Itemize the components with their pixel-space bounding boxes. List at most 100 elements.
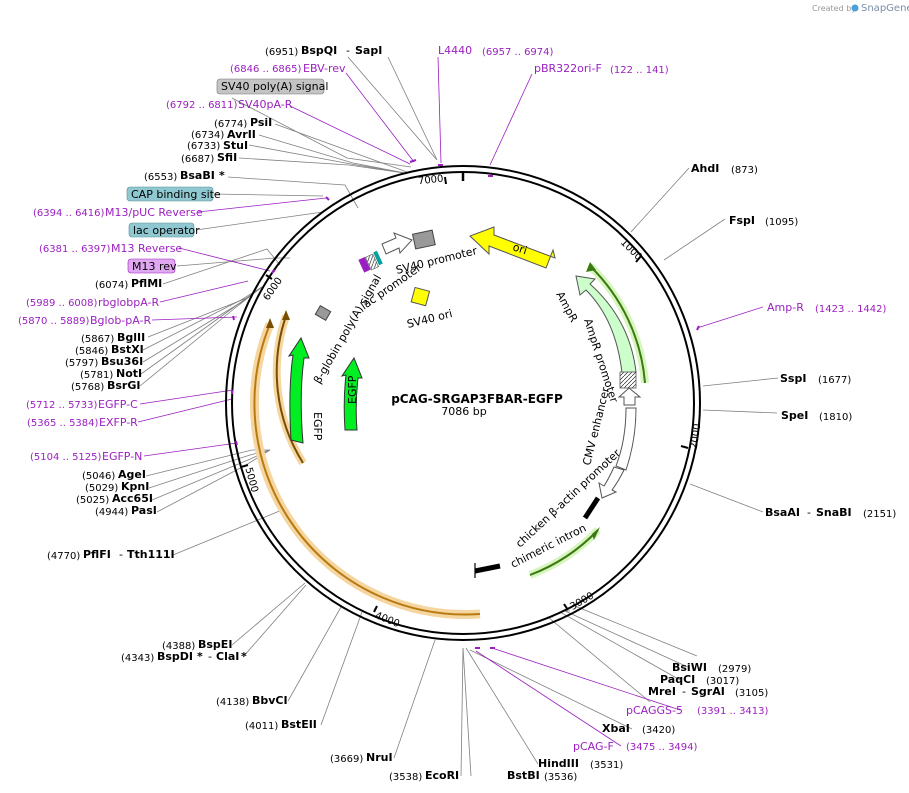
site-sfii-pos: (6687) <box>181 154 214 165</box>
site-bsrgi[interactable]: BsrGI <box>107 379 140 392</box>
site-clai-star: * <box>241 650 247 663</box>
tick-6000: 6000 <box>261 276 285 303</box>
site-kpni-pos: (5029) <box>85 483 118 494</box>
cds-track-inner <box>275 315 304 464</box>
primer-sv40pa-range: (6792 .. 6811) <box>166 100 238 111</box>
ampr-track-arrowhead <box>586 262 596 272</box>
primer-egfp-n[interactable]: EGFP-N <box>102 450 142 463</box>
primer-pcaggs-range: (3391 .. 3413) <box>697 706 769 717</box>
site-pflmi[interactable]: PflMI <box>131 277 162 290</box>
site-noti[interactable]: NotI <box>116 367 142 380</box>
feature-sv40-polya-label: SV40 poly(A) signal <box>221 80 328 93</box>
primer-pcaggs-5[interactable]: pCAGGS-5 <box>626 704 683 717</box>
site-sspi[interactable]: SspI <box>780 372 806 385</box>
primer-amp-r[interactable]: Amp-R <box>767 301 804 314</box>
site-sgrai[interactable]: SgrAI <box>691 685 725 698</box>
intron-track-arrowhead <box>592 527 600 540</box>
svg-text:-: - <box>119 548 123 561</box>
site-pasi[interactable]: PasI <box>131 504 157 517</box>
feature-egfp-1[interactable] <box>287 336 310 444</box>
site-sfii[interactable]: SfiI <box>217 151 237 164</box>
site-bbvci[interactable]: BbvCI <box>252 694 288 707</box>
feature-beta-globin-polya[interactable] <box>314 304 332 322</box>
primer-exfp-r[interactable]: EXFP-R <box>99 416 138 429</box>
feature-chicken-actin-promoter[interactable] <box>598 466 625 499</box>
site-bsabi[interactable]: BsaBI <box>180 169 215 182</box>
feature-chimeric-intron-b[interactable] <box>474 563 501 574</box>
site-stui[interactable]: StuI <box>223 139 248 152</box>
primer-ebv-rev[interactable]: EBV-rev <box>303 62 346 75</box>
primer-pcag-f[interactable]: pCAG-F <box>573 740 614 753</box>
cds-inner-arrowhead <box>282 310 290 320</box>
feature-ori[interactable] <box>469 226 556 269</box>
feature-egfp-2[interactable] <box>340 356 363 431</box>
site-mrei[interactable]: MreI <box>648 685 676 698</box>
feature-sv40-ori[interactable] <box>410 286 431 307</box>
site-bstxi-pos: (5846) <box>75 346 108 357</box>
site-fspi[interactable]: FspI <box>729 214 755 227</box>
site-bsteii-pos: (4011) <box>245 721 278 732</box>
primer-m13-reverse[interactable]: M13 Reverse <box>111 242 182 255</box>
site-agei[interactable]: AgeI <box>118 468 146 481</box>
primer-egfp-c[interactable]: EGFP-C <box>98 398 138 411</box>
site-ecori[interactable]: EcoRI <box>425 769 459 782</box>
site-agei-pos: (5046) <box>82 471 115 482</box>
site-bsaai[interactable]: BsaAI <box>765 506 800 519</box>
feature-chimeric-intron-a[interactable] <box>582 496 601 520</box>
site-bstxi[interactable]: BstXI <box>111 343 144 356</box>
svg-text:-: - <box>682 685 686 698</box>
site-spei[interactable]: SpeI <box>781 409 808 422</box>
site-bsteii[interactable]: BstEII <box>281 718 317 731</box>
site-ahdi[interactable]: AhdI <box>691 162 719 175</box>
site-xbai[interactable]: XbaI <box>602 722 630 735</box>
plasmid-name: pCAG-SRGAP3FBAR-EGFP <box>391 392 563 406</box>
lac-promoter-group[interactable] <box>358 232 413 273</box>
site-psii[interactable]: PsiI <box>250 116 272 129</box>
site-kpni[interactable]: KpnI <box>121 480 149 493</box>
primer-l4440-range: (6957 .. 6974) <box>482 47 554 58</box>
site-bspdi[interactable]: BspDI <box>157 650 193 663</box>
site-fspi-pos: (1095) <box>765 217 798 228</box>
site-sspi-pos: (1677) <box>818 375 851 386</box>
site-bsu36i[interactable]: Bsu36I <box>101 355 143 368</box>
site-mrei-pos: (3105) <box>735 688 768 699</box>
tick-1000: 1000 <box>618 237 644 263</box>
site-bsiwi[interactable]: BsiWI <box>672 661 707 674</box>
site-acc65i[interactable]: Acc65I <box>112 492 153 505</box>
site-snabi[interactable]: SnaBI <box>816 506 852 519</box>
primer-l4440[interactable]: L4440 <box>438 44 472 57</box>
site-clai[interactable]: ClaI <box>216 650 239 663</box>
site-bspei[interactable]: BspEI <box>198 638 232 651</box>
site-hindiii[interactable]: HindIII <box>538 757 579 770</box>
primer-exfpr-range: (5365 .. 5384) <box>27 418 99 429</box>
primer-bglob-pa-r[interactable]: Bglob-pA-R <box>90 314 152 327</box>
primer-amp-r-range: (1423 .. 1442) <box>815 304 887 315</box>
feature-cmv-enhancer[interactable] <box>615 407 637 471</box>
site-tth111i[interactable]: Tth111I <box>127 548 175 561</box>
feature-sv40-promoter[interactable] <box>411 229 436 250</box>
site-nrui[interactable]: NruI <box>366 751 393 764</box>
primer-sv40pa-r[interactable]: SV40pA-R <box>238 98 293 111</box>
site-bglii[interactable]: BglII <box>117 331 145 344</box>
feature-ampr-promoter[interactable] <box>617 387 642 406</box>
site-sapi[interactable]: SapI <box>355 44 382 57</box>
site-bspqi[interactable]: BspQI <box>301 44 337 57</box>
site-paqci[interactable]: PaqCI <box>660 673 695 686</box>
primer-pbr322ori[interactable]: pBR322ori-F <box>534 62 602 75</box>
tick-7000: 7000 <box>418 174 444 188</box>
feature-lac-operator-badge[interactable] <box>128 222 195 238</box>
site-avrii[interactable]: AvrII <box>227 128 256 141</box>
feature-sv40-polya-badge[interactable] <box>216 78 325 95</box>
site-pflfi[interactable]: PflFI <box>83 548 111 561</box>
site-avrii-pos: (6734) <box>191 130 224 141</box>
feature-m13rev-badge[interactable] <box>127 258 176 274</box>
site-bspqi-pos: (6951) <box>265 47 298 58</box>
feature-ampr[interactable] <box>575 275 637 374</box>
site-pflmi-pos: (6074) <box>95 280 128 291</box>
primer-leader-lines <box>137 56 764 747</box>
site-bstbi[interactable]: BstBI <box>507 769 540 782</box>
feature-cap-badge[interactable] <box>126 186 214 202</box>
primer-m13puc[interactable]: M13/pUC Reverse <box>105 206 203 219</box>
cds-outer-arrowhead <box>266 318 274 328</box>
primer-rbglobpa-r[interactable]: rbglobpA-R <box>98 296 159 309</box>
